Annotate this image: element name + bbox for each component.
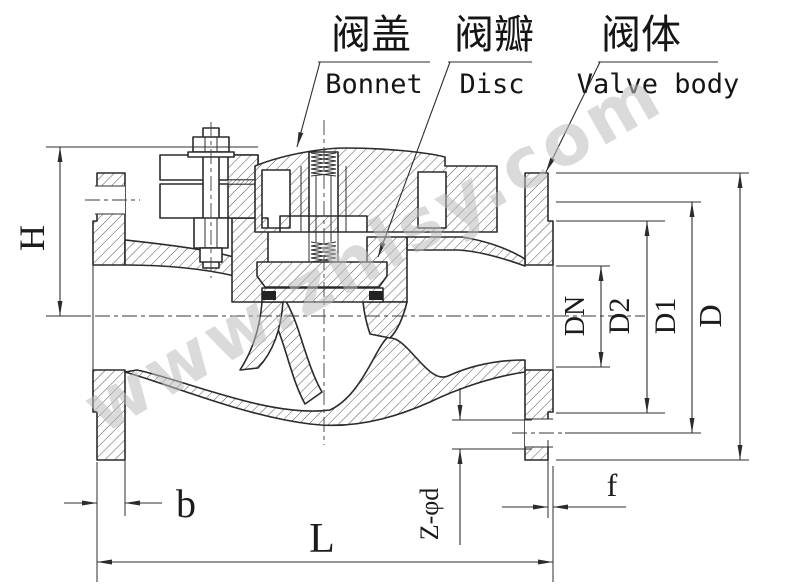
right-flange	[524, 172, 554, 461]
label-bonnet: 阀盖 Bonnet	[296, 13, 430, 148]
dimension-D1: D1	[556, 201, 701, 434]
dimension-L: L	[97, 466, 554, 582]
dim-label-H: H	[12, 225, 52, 251]
dimension-f: f	[502, 440, 626, 518]
dimension-bolt-holes: Z-φd	[415, 388, 532, 545]
bonnet-leader-line	[296, 61, 321, 148]
seat-gasket-right	[369, 291, 383, 300]
dimension-DN: DN	[556, 265, 610, 368]
valve-body-leader-line	[545, 61, 601, 173]
outlet-upper-wall	[406, 236, 526, 267]
part-labels: 阀盖 Bonnet 阀瓣 Disc 阀体 Valve body	[296, 13, 740, 258]
stem-and-spring	[308, 152, 339, 263]
spring-top	[310, 152, 337, 177]
dimension-b: b	[64, 432, 196, 582]
label-valve-body-en: Valve body	[577, 69, 740, 100]
dimension-D2: D2	[556, 220, 665, 414]
seat-neck-right	[362, 301, 408, 339]
dimension-H: H	[12, 146, 258, 317]
dim-label-b: b	[176, 481, 196, 526]
dim-label-Zd: Z-φd	[415, 488, 444, 541]
dim-label-D2: D2	[603, 298, 636, 335]
label-disc: 阀瓣 Disc	[377, 13, 534, 258]
dim-label-D1: D1	[649, 298, 682, 335]
label-bonnet-zh: 阀盖	[331, 13, 411, 57]
label-valve-body-zh: 阀体	[601, 13, 681, 57]
label-valve-body: 阀体 Valve body	[545, 13, 740, 173]
dimension-D: D	[556, 172, 749, 461]
dim-label-f: f	[607, 467, 618, 503]
body-belly-wall	[124, 336, 526, 427]
disc-slab	[256, 261, 388, 288]
dim-label-L: L	[309, 516, 335, 562]
dim-label-DN: DN	[560, 296, 591, 336]
bonnet-gasket	[227, 179, 259, 185]
label-disc-en: Disc	[459, 69, 524, 100]
bonnet-slab	[254, 147, 498, 233]
dimensions: H b L f Z-φd	[12, 146, 749, 582]
seat-ring	[261, 287, 384, 303]
seat-neck-left	[239, 301, 284, 371]
dim-label-D: D	[692, 304, 728, 327]
label-disc-zh: 阀瓣	[454, 13, 534, 57]
disc-leader-line	[377, 61, 451, 258]
label-bonnet-en: Bonnet	[325, 69, 423, 100]
left-flange	[92, 172, 126, 461]
centerlines	[68, 120, 645, 445]
valve-body-section	[92, 172, 554, 461]
seat-gasket-left	[262, 291, 276, 300]
